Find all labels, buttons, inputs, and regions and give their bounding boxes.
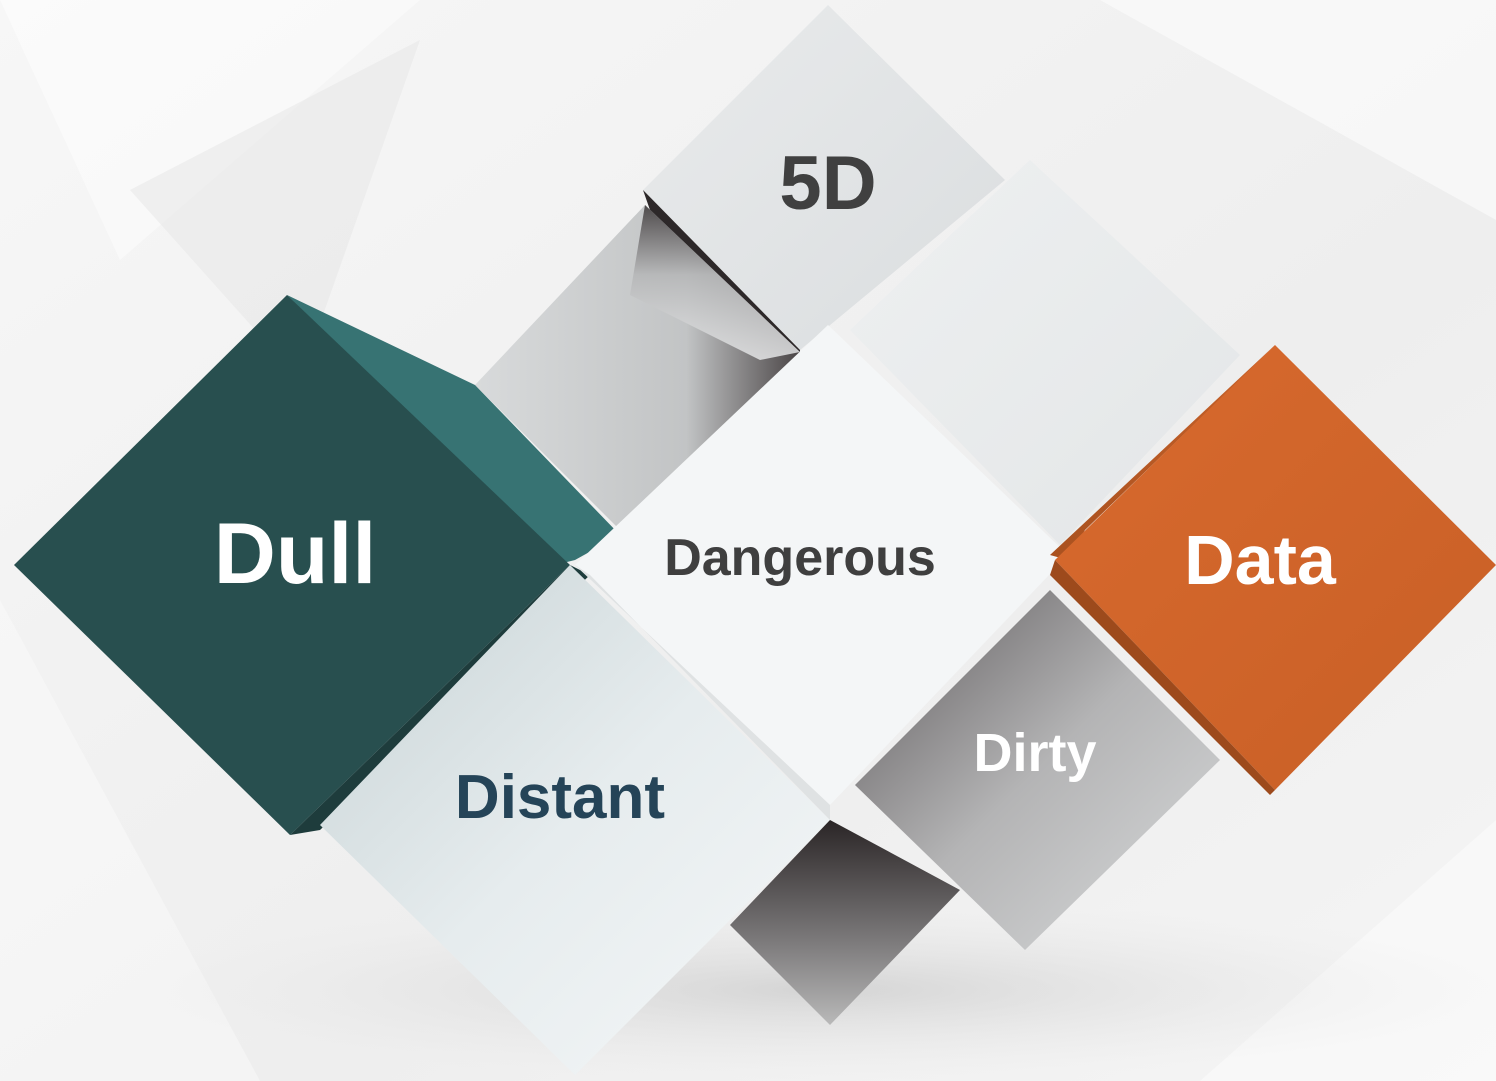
upper-shadow-fade: [630, 205, 800, 360]
left-cube-side: [287, 295, 620, 565]
label-dangerous: Dangerous: [664, 529, 936, 587]
center-tile: [575, 325, 1068, 805]
right-cube-bottom-edge: [1050, 560, 1275, 795]
label-dull: Dull: [213, 506, 377, 602]
bg-facet: [0, 0, 420, 260]
right-back-panel: [850, 160, 1240, 545]
right-cube-side: [1050, 345, 1275, 560]
bottom-right-panel: [855, 590, 1220, 950]
bg-facet: [1100, 0, 1496, 220]
label-distant: Distant: [454, 763, 666, 832]
bg-facet: [130, 40, 420, 380]
label-5d: 5D: [779, 141, 877, 226]
top-tile-edge: [643, 190, 800, 355]
left-cube-face: [14, 295, 570, 835]
label-data: Data: [1184, 521, 1336, 599]
top-tile: [643, 5, 1005, 350]
bottom-shadow-wall: [730, 820, 960, 1025]
bottom-left-panel: [320, 565, 830, 1075]
right-cube-face: [1055, 345, 1496, 790]
label-dirty: Dirty: [973, 723, 1097, 783]
